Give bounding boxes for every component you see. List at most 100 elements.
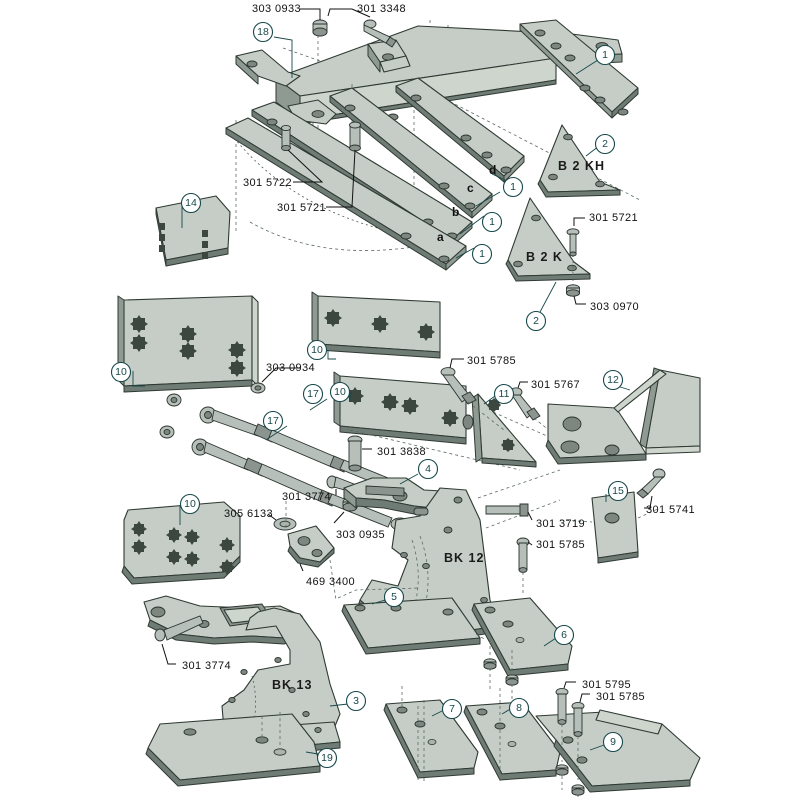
fastener-303-0970	[566, 284, 580, 297]
balloon-5[interactable]	[383, 586, 405, 608]
balloon-15-number: 15	[612, 485, 624, 497]
balloon-7[interactable]	[441, 698, 463, 720]
balloon-17a-number: 17	[307, 388, 319, 400]
part-12	[545, 367, 701, 465]
balloon-10b[interactable]	[306, 339, 328, 361]
fastener-301-3348	[363, 19, 397, 48]
balloon-7-number: 7	[449, 703, 455, 715]
balloon-9-number: 9	[610, 736, 616, 748]
balloon-3-number: 3	[353, 695, 359, 707]
balloon-19-number: 19	[321, 752, 333, 764]
pn-469-3400: 469 3400	[306, 576, 356, 588]
pn-301-5785-b: 301 5785	[536, 539, 586, 551]
name-b2k: B 2 K	[526, 250, 563, 264]
strip-a: a	[437, 230, 444, 244]
fastener-301-5741	[636, 468, 666, 509]
pn-303-0935: 303 0935	[336, 529, 386, 541]
part-10-upper-right	[311, 291, 441, 360]
part-469-3400	[285, 500, 337, 601]
balloon-2b-number: 2	[533, 315, 539, 327]
balloon-1b[interactable]	[502, 176, 524, 198]
balloon-15[interactable]	[607, 480, 629, 502]
fastener-nut-under-5	[483, 640, 497, 690]
balloon-2a[interactable]	[594, 133, 616, 155]
part-8	[463, 688, 561, 782]
strip-a	[225, 117, 467, 271]
balloon-18[interactable]	[252, 21, 274, 43]
part-strips-1	[225, 77, 525, 271]
fastener-nut-blade9-a	[555, 764, 569, 776]
pn-301-3348: 301 3348	[357, 3, 407, 15]
part-10-lower-left	[121, 501, 241, 585]
fastener-301-3838	[347, 435, 372, 472]
balloon-1c[interactable]	[481, 211, 503, 233]
balloon-1c-number: 1	[489, 216, 495, 228]
pn-305-6133: 305 6133	[224, 508, 274, 520]
strip-c	[329, 87, 493, 219]
name-b2kh: B 2 KH	[558, 159, 605, 173]
balloon-6-number: 6	[561, 629, 567, 641]
balloon-11-number: 11	[498, 388, 510, 400]
name-bk12: BK 12	[444, 551, 485, 565]
pn-301-5721-a: 301 5721	[277, 202, 327, 214]
pn-303-0970: 303 0970	[590, 301, 640, 313]
pn-303-0934: 303 0934	[266, 362, 316, 374]
name-bk13: BK 13	[272, 678, 313, 692]
balloon-1a[interactable]	[594, 44, 616, 66]
fastener-303-0933	[312, 19, 328, 37]
strip-c: c	[467, 181, 474, 195]
balloon-17a[interactable]	[302, 383, 324, 405]
balloon-1b-number: 1	[510, 181, 516, 193]
balloon-8[interactable]	[508, 697, 530, 719]
strip-b: b	[452, 205, 460, 219]
pn-301-3719: 301 3719	[536, 518, 586, 530]
balloon-8-number: 8	[516, 702, 522, 714]
balloon-5-number: 5	[391, 591, 397, 603]
fastener-305-6133	[267, 513, 297, 531]
pn-301-3774-b: 301 3774	[182, 660, 232, 672]
balloon-12-number: 12	[607, 374, 619, 386]
part-19	[145, 712, 321, 787]
fastener-301-3774-bk13	[154, 615, 204, 665]
balloon-2b[interactable]	[525, 310, 547, 332]
pn-301-3838: 301 3838	[377, 446, 427, 458]
balloon-12[interactable]	[602, 369, 624, 391]
balloon-3[interactable]	[345, 690, 367, 712]
fastener-301-5721-top	[349, 121, 361, 152]
balloon-10c-number: 10	[334, 386, 346, 398]
balloon-14[interactable]	[180, 192, 202, 214]
balloon-11[interactable]	[493, 383, 515, 405]
balloon-6[interactable]	[553, 624, 575, 646]
fastener-nut-blade9-b	[571, 784, 585, 796]
balloon-17b-number: 17	[267, 415, 279, 427]
part-15	[559, 491, 661, 564]
balloon-10a[interactable]	[110, 361, 132, 383]
part-14	[155, 195, 231, 267]
balloon-17b[interactable]	[262, 410, 284, 432]
balloon-4[interactable]	[417, 458, 439, 480]
pn-301-5785-a: 301 5785	[467, 355, 517, 367]
fastener-301-5785-bk12	[516, 537, 533, 596]
fastener-301-5785-upper	[440, 358, 505, 431]
part-6	[471, 597, 573, 677]
balloon-1d[interactable]	[471, 243, 493, 265]
pn-301-5795: 301 5795	[582, 679, 632, 691]
pn-301-5767: 301 5767	[531, 379, 581, 391]
balloon-14-number: 14	[185, 197, 197, 209]
fastener-301-5721-b2k	[566, 228, 580, 257]
pn-303-0933: 303 0933	[252, 3, 302, 15]
part-7	[383, 686, 479, 782]
balloon-19[interactable]	[316, 747, 338, 769]
balloon-10b-number: 10	[311, 344, 323, 356]
part-b2k-2	[505, 197, 591, 313]
balloon-9[interactable]	[602, 731, 624, 753]
pn-301-5721-b: 301 5721	[589, 212, 639, 224]
balloon-10d[interactable]	[179, 493, 201, 515]
balloon-10d-number: 10	[184, 498, 196, 510]
balloon-10c[interactable]	[329, 381, 351, 403]
pn-301-3774-a: 301 3774	[282, 491, 332, 503]
balloon-2a-number: 2	[602, 138, 608, 150]
